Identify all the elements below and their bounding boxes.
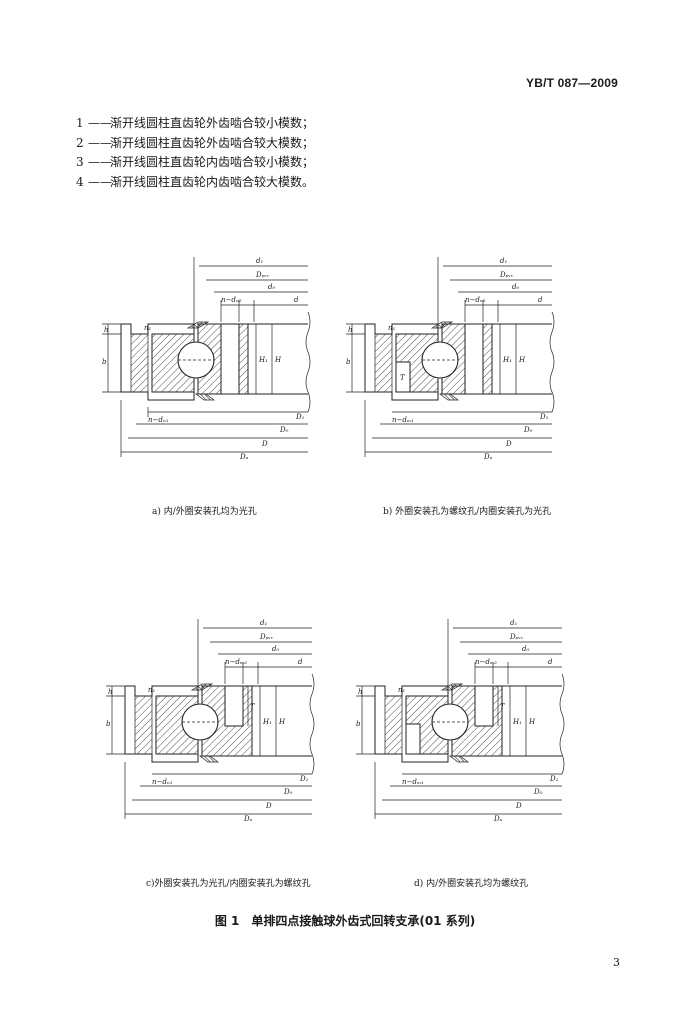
label-n-dm2: n−dₘ₂ — [475, 658, 497, 666]
label-n-dn2: n−dₙ₂ — [465, 296, 486, 304]
label-d0: d₀ — [522, 645, 529, 653]
label-d1: d₁ — [256, 257, 263, 265]
figure-c-drawing: d₁ Dₚᵥᵥ d₀ n−dₘ₂ d h b n₁ T H₁ H n−dₙ₁ D… — [100, 614, 330, 829]
label-b: b — [356, 720, 361, 728]
label-Da: Dₐ — [483, 453, 493, 461]
label-D1: D₁ — [549, 775, 559, 783]
label-Da: Dₐ — [493, 815, 503, 823]
label-T: T — [400, 374, 406, 382]
label-d1: d₁ — [260, 619, 267, 627]
legend-dash: —— — [88, 116, 112, 130]
label-H1: H₁ — [262, 718, 272, 726]
label-D0: D₀ — [279, 426, 289, 434]
label-T: T — [500, 703, 506, 711]
label-D1: D₁ — [299, 775, 309, 783]
label-H1: H₁ — [502, 356, 512, 364]
figure-d-caption: d) 内/外圈安装孔均为螺纹孔 — [414, 879, 529, 889]
page-number: 3 — [613, 956, 620, 969]
label-d: d — [298, 658, 303, 666]
label-H: H — [274, 356, 282, 364]
label-b: b — [106, 720, 111, 728]
legend-list: 1 —— 渐开线圆柱直齿轮外齿啮合较小模数； 2 —— 渐开线圆柱直齿轮外齿啮合… — [76, 114, 314, 192]
label-n-dm1: n−dₘ₁ — [392, 416, 414, 424]
label-n-dn2: n−dₙ₂ — [221, 296, 242, 304]
label-d: d — [538, 296, 543, 304]
label-n-dm1: n−dₘ₁ — [402, 778, 424, 786]
label-d0: d₀ — [268, 283, 275, 291]
label-h: h — [358, 688, 363, 696]
label-h: h — [108, 688, 113, 696]
legend-number: 3 — [76, 155, 84, 169]
label-D: D — [515, 802, 522, 810]
label-D0: D₀ — [283, 788, 293, 796]
label-dpw: Dₚᵥᵥ — [255, 271, 270, 279]
legend-item: 3 —— 渐开线圆柱直齿轮内齿啮合较小模数； — [76, 153, 314, 173]
label-d1: d₁ — [500, 257, 507, 265]
label-n1: n₁ — [148, 686, 156, 694]
label-H: H — [518, 356, 526, 364]
label-b: b — [346, 358, 351, 366]
label-D: D — [261, 440, 268, 448]
figure-d-drawing: d₁ Dₚᵥᵥ d₀ n−dₘ₂ d h b n₁ T H₁ H n−dₘ₁ D… — [350, 614, 580, 829]
figure-c-caption: c)外圈安装孔为光孔/内圈安装孔为螺纹孔 — [146, 879, 311, 889]
legend-dash: —— — [88, 155, 112, 169]
label-H1: H₁ — [512, 718, 522, 726]
label-D: D — [265, 802, 272, 810]
legend-text: 渐开线圆柱直齿轮内齿啮合较大模数。 — [110, 174, 315, 189]
legend-text: 渐开线圆柱直齿轮外齿啮合较大模数； — [110, 135, 315, 150]
label-Da: Dₐ — [239, 453, 249, 461]
label-d0: d₀ — [512, 283, 519, 291]
label-n1: n₁ — [144, 324, 152, 332]
label-H1: H₁ — [258, 356, 268, 364]
legend-dash: —— — [88, 174, 112, 189]
figure-b-drawing: d₁ Dₚᵥᵥ d₀ n−dₙ₂ d h b n₁ H₁ H T n−dₘ₁ D… — [340, 252, 570, 467]
label-Da: Dₐ — [243, 815, 253, 823]
figure-a-drawing: d₁ Dₚᵥᵥ d₀ n−dₙ₂ d h b n₁ H₁ H n−dₙ₁ D₁ … — [96, 252, 326, 467]
label-D0: D₀ — [533, 788, 543, 796]
legend-number: 2 — [76, 135, 84, 150]
label-b: b — [102, 358, 107, 366]
figure-b-caption: b) 外圈安装孔为螺纹孔/内圈安装孔为光孔 — [383, 507, 552, 517]
legend-number: 1 — [76, 116, 84, 130]
label-D0: D₀ — [523, 426, 533, 434]
label-H: H — [278, 718, 286, 726]
figure-title: 图 1 单排四点接触球外齿式回转支承(01 系列) — [214, 914, 476, 928]
label-n-dn1: n−dₙ₁ — [148, 416, 169, 424]
label-d0: d₀ — [272, 645, 279, 653]
label-n-dm2: n−dₘ₂ — [225, 658, 247, 666]
label-dpw: Dₚᵥᵥ — [259, 633, 274, 641]
legend-number: 4 — [76, 174, 84, 189]
legend-item: 1 —— 渐开线圆柱直齿轮外齿啮合较小模数； — [76, 114, 314, 134]
legend-text: 渐开线圆柱直齿轮外齿啮合较小模数； — [110, 116, 315, 130]
label-n1: n₁ — [388, 324, 396, 332]
label-d1: d₁ — [510, 619, 517, 627]
legend-item: 4 —— 渐开线圆柱直齿轮内齿啮合较大模数。 — [76, 173, 314, 193]
legend-dash: —— — [88, 135, 112, 150]
label-d: d — [294, 296, 299, 304]
label-n-dn1: n−dₙ₁ — [152, 778, 173, 786]
label-D1: D₁ — [539, 413, 549, 421]
label-D: D — [505, 440, 512, 448]
label-H: H — [528, 718, 536, 726]
label-D1: D₁ — [295, 413, 305, 421]
legend-item: 2 —— 渐开线圆柱直齿轮外齿啮合较大模数； — [76, 134, 314, 154]
label-d: d — [548, 658, 553, 666]
label-dpw: Dₚᵥᵥ — [499, 271, 514, 279]
label-T: T — [250, 703, 256, 711]
label-h: h — [104, 326, 109, 334]
label-n1: n₁ — [398, 686, 406, 694]
label-dpw: Dₚᵥᵥ — [509, 633, 524, 641]
label-h: h — [348, 326, 353, 334]
legend-text: 渐开线圆柱直齿轮内齿啮合较小模数； — [110, 155, 315, 169]
figure-a-caption: a) 内/外圈安装孔均为光孔 — [152, 507, 257, 517]
standard-code: YB/T 087—2009 — [526, 76, 618, 90]
